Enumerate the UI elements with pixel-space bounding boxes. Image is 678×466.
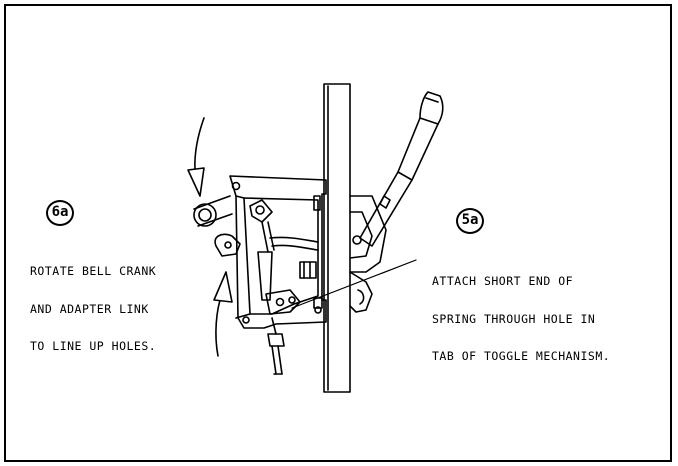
internal-linkage: [249, 195, 323, 315]
toggle-handle-assembly: [349, 91, 444, 313]
toggle-mechanism-housing: [229, 175, 327, 329]
rotation-arrow-lower: [213, 271, 233, 357]
step-5a-note-line: TAB OF TOGGLE MECHANISM.: [432, 349, 611, 363]
step-5a-note-line: SPRING THROUGH HOLE IN: [432, 311, 596, 326]
bell-crank-roller: [193, 195, 233, 227]
mounting-panel: [323, 83, 351, 393]
step-6a-circle: [46, 200, 74, 226]
step-5a-circle: [456, 208, 484, 234]
step-5a-note: ATTACH SHORT END OF SPRING THROUGH HOLE …: [432, 250, 610, 375]
spring-leader-line: [291, 259, 417, 309]
spring-rod: [267, 317, 285, 375]
rotation-arrow-upper: [187, 117, 205, 197]
step-6a-note-line: TO LINE UP HOLES.: [30, 339, 157, 353]
step-5a-note-line: ATTACH SHORT END OF: [432, 274, 574, 288]
step-6a-note-line: ROTATE BELL CRANK: [30, 264, 157, 278]
step-6a-label: 6a: [51, 204, 69, 220]
step-6a-note: ROTATE BELL CRANK AND ADAPTER LINK TO LI…: [30, 240, 156, 365]
step-5a-label: 5a: [461, 212, 479, 228]
step-6a-note-line: AND ADAPTER LINK: [30, 301, 149, 316]
diagram-frame: [4, 4, 672, 462]
